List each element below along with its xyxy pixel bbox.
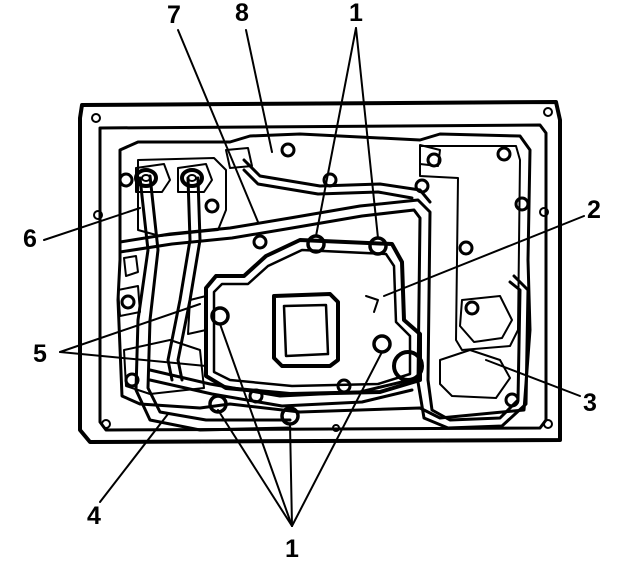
callout-4: 4 — [87, 502, 101, 530]
callout-1-bottom: 1 — [285, 535, 299, 563]
center-cover — [204, 238, 424, 396]
callout-2: 2 — [587, 196, 601, 224]
callout-1-top: 1 — [349, 0, 363, 27]
callout-3: 3 — [583, 389, 597, 417]
leader-lines — [43, 27, 585, 527]
callout-8: 8 — [235, 0, 249, 27]
callout-5: 5 — [33, 340, 47, 368]
callout-6: 6 — [23, 225, 37, 253]
case-outline — [78, 100, 562, 444]
callout-7: 7 — [167, 1, 181, 29]
